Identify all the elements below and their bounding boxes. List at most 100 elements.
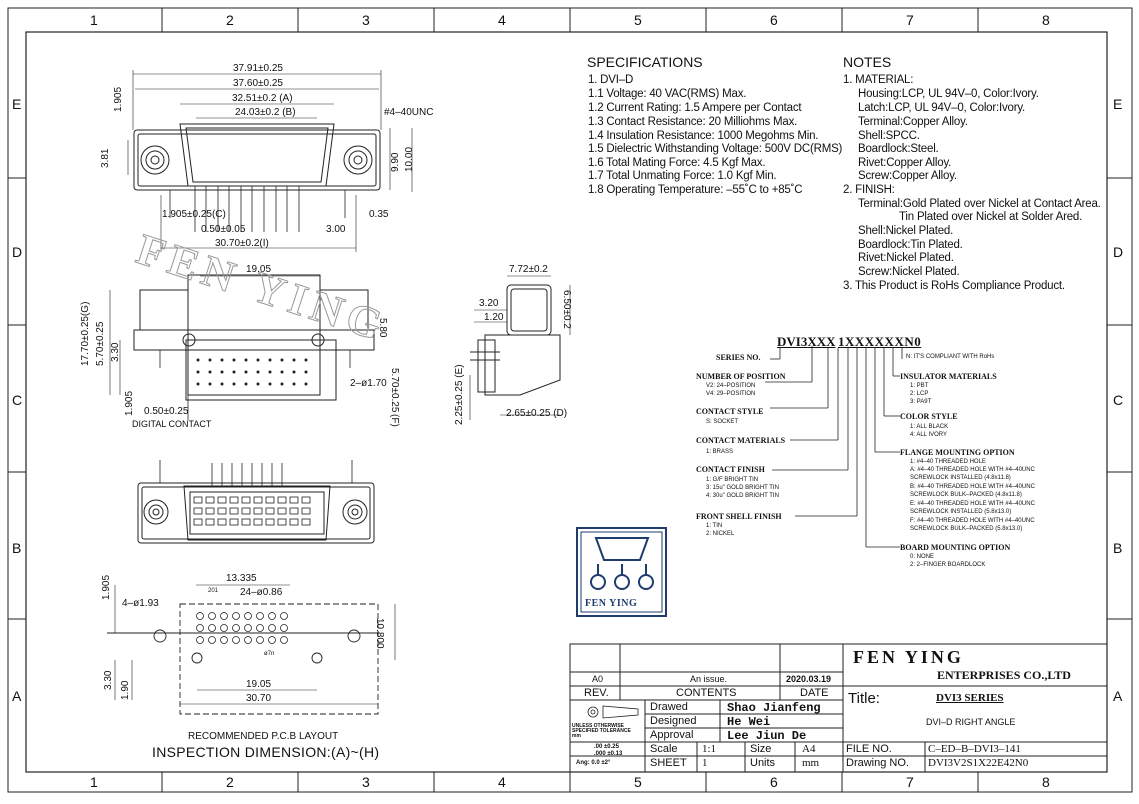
spec-line: 1.7 Total Unmating Force: 1.0 Kgf Min. <box>588 170 777 182</box>
dim-label: 3.00 <box>326 224 346 235</box>
dim-label: 0.50±0.25 <box>144 406 189 417</box>
dim-label: 5.70±0.25 <box>95 321 106 366</box>
dim-label: 3.30 <box>103 670 114 690</box>
pn-rohs-note: N: IT'S COMPLIANT WITH RoHs <box>906 354 995 360</box>
row-label: C <box>1113 392 1124 408</box>
date-label: DATE <box>800 687 829 699</box>
logo-brand: FEN YING <box>585 598 638 609</box>
contents-label: CONTENTS <box>676 687 737 699</box>
pn-color-title: COLOR STYLE <box>900 412 958 421</box>
notes-line: Shell:SPCC. <box>858 130 920 142</box>
drawing-label: Drawing NO. <box>846 757 909 769</box>
dim-label: 7.72±0.2 <box>509 264 548 275</box>
notes-line: 2. FINISH: <box>843 184 895 196</box>
dim-label: ø7n <box>264 651 275 657</box>
spec-line: 1.6 Total Mating Force: 4.5 Kgf Max. <box>588 157 766 169</box>
drawed-label: Drawed <box>650 701 688 713</box>
notes-line: Boardlock:Steel. <box>858 143 939 155</box>
tol-ang: Ang: 0.0 ±2° <box>576 760 611 766</box>
notes-heading: NOTES <box>843 54 892 70</box>
col-label: 3 <box>362 774 370 790</box>
dim-label: 5.80 <box>377 318 388 338</box>
dim-label: 30.70 <box>246 693 272 704</box>
col-label: 2 <box>226 12 234 28</box>
dim-label: 2.65±0.25 (D) <box>506 408 568 419</box>
dim-label: 4–ø1.93 <box>122 598 159 609</box>
dim-label: 30.70±0.2(I) <box>215 238 269 249</box>
spec-line: 1.2 Current Rating: 1.5 Ampere per Conta… <box>588 102 802 114</box>
subtitle: DVI–D RIGHT ANGLE <box>926 717 1016 727</box>
notes-line: Screw:Copper Alloy. <box>858 170 957 182</box>
side-view-left <box>109 274 375 420</box>
dim-label: 17.70±0.25(G) <box>80 301 91 366</box>
dim-label: 24–ø0.86 <box>240 587 283 598</box>
pcb-layout <box>107 584 396 715</box>
pn-option: S: SOCKET <box>706 419 739 425</box>
dim-label: DIGITAL CONTACT <box>132 419 212 429</box>
dim-label: 1.90 <box>120 680 131 700</box>
col-label: 8 <box>1042 774 1050 790</box>
scale-label: Scale <box>650 743 678 755</box>
pn-insulator-title: INSULATOR MATERIALS <box>900 372 997 381</box>
pn-option: SCREWLOCK INSTALLED (4.8x11.8) <box>910 475 1011 481</box>
pn-option: E: #4–40 THREADED HOLE WITH #4–40UNC <box>910 501 1035 507</box>
spec-line: 1.3 Contact Resistance: 20 Milliohms Max… <box>588 116 798 128</box>
col-label: 6 <box>770 774 778 790</box>
notes-line: Terminal:Copper Alloy. <box>858 116 968 128</box>
row-label: C <box>12 392 23 408</box>
dim-label: 24.03±0.2 (B) <box>235 107 296 118</box>
pn-option: 1: TIN <box>706 523 723 529</box>
row-label: B <box>12 540 22 556</box>
pn-option: 0: NONE <box>910 554 935 560</box>
inspection-note: INSPECTION DIMENSION:(A)~(H) <box>152 744 380 760</box>
dim-label: 13.335 <box>226 573 257 584</box>
row-label: B <box>1113 540 1123 556</box>
row-label: A <box>1113 688 1123 704</box>
dim-label: 19.05 <box>246 679 272 690</box>
size-value: A4 <box>802 743 816 755</box>
pn-code-left: DVI3XXX <box>777 334 836 349</box>
specifications-heading: SPECIFICATIONS <box>587 54 703 70</box>
notes-line: Boardlock:Tin Plated. <box>858 239 963 251</box>
pn-option: 1: BRASS <box>706 449 734 455</box>
tol-2: .000 ±0.13 <box>594 751 623 757</box>
size-label: Size <box>750 743 772 755</box>
row-label: A <box>12 688 22 704</box>
notes-line: Screw:Nickel Plated. <box>858 266 960 278</box>
units-value: mm <box>802 757 820 769</box>
pn-front-shell-title: FRONT SHELL FINISH <box>696 512 782 521</box>
tolerance-head: UNLESS OTHERWISE SPECIFIED TOLERANCE mm <box>572 723 631 739</box>
col-label: 7 <box>906 12 914 28</box>
drawing-value: DVI3V2S1X22E42N0 <box>928 757 1029 769</box>
bottom-view <box>137 460 375 544</box>
rev-date: 2020.03.19 <box>786 674 832 684</box>
file-label: FILE NO. <box>846 743 892 755</box>
col-label: 3 <box>362 12 370 28</box>
notes-line: Shell:Nickel Plated. <box>858 225 954 237</box>
pn-option: A: #4–40 THREADED HOLE WITH #4–40UNC <box>910 467 1035 473</box>
pcb-caption: RECOMMENDED P.C.B LAYOUT <box>188 731 339 742</box>
company-name: FEN YING <box>853 647 964 667</box>
col-label: 7 <box>906 774 914 790</box>
dim-label: 2.25±0.25 (E) <box>454 364 465 425</box>
pn-board-title: BOARD MOUNTING OPTION <box>900 543 1011 552</box>
dim-label: 3.30 <box>110 342 121 362</box>
pn-contact-materials-title: CONTACT MATERIALS <box>696 436 786 445</box>
spec-line: 1. DVI–D <box>588 74 634 86</box>
pn-contact-style-title: CONTACT STYLE <box>696 407 764 416</box>
pn-contact-finish-title: CONTACT FINISH <box>696 465 765 474</box>
pn-option: SCREWLOCK BULK–PACKED (4.8x11.8) <box>910 492 1022 498</box>
title-label: Title: <box>848 690 880 707</box>
title-value: DVI3 SERIES <box>936 692 1004 704</box>
col-label: 5 <box>634 12 642 28</box>
dim-label: 10.00 <box>404 146 415 172</box>
pn-option: 4: 30u" GOLD BRIGHT TIN <box>706 493 779 499</box>
spec-line: 1.4 Insulation Resistance: 1000 Megohms … <box>588 130 819 142</box>
pn-option: 4: ALL IVORY <box>910 432 948 438</box>
sheet-value: 1 <box>702 757 708 769</box>
spec-line: 1.8 Operating Temperature: –55˚C to +85˚… <box>588 184 803 196</box>
approval-label: Approval <box>650 729 694 741</box>
pn-option: 1: ALL BLACK <box>910 424 949 430</box>
col-label: 5 <box>634 774 642 790</box>
